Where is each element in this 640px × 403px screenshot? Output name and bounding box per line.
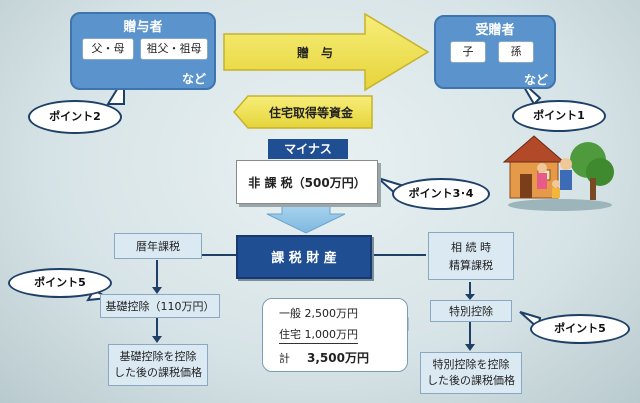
point-5-right-bubble: ポイント5	[530, 314, 630, 344]
non-taxable-box: 非 課 税（500万円）	[236, 160, 378, 204]
donor-item-parents: 父・母	[82, 38, 134, 60]
recipient-title: 受贈者	[475, 23, 515, 38]
basic-deduction-box: 基礎控除（110万円）	[100, 294, 220, 318]
donor-title: 贈与者	[123, 20, 163, 35]
recipient-item-grandchild: 孫	[498, 41, 534, 63]
point-5-left-bubble: ポイント5	[8, 268, 112, 298]
special-deduction-box: 特別控除	[430, 300, 512, 322]
recipient-box: 受贈者 子 孫 など	[434, 15, 556, 89]
point-3-4-bubble: ポイント3･4	[392, 178, 490, 210]
breakdown-bubble: 一般 2,500万円 住宅 1,000万円 計 3,500万円	[262, 298, 408, 372]
donor-box: 贈与者 父・母 祖父・祖母 など	[70, 12, 216, 90]
gift-arrow-label: 贈 与	[296, 46, 333, 60]
special-result-box: 特別控除を控除 した後の課税価格	[420, 352, 522, 394]
basic-result-box: 基礎控除を控除 した後の課税価格	[108, 344, 208, 386]
point-2-bubble: ポイント2	[28, 100, 122, 134]
gift-arrow-shape	[223, 12, 430, 92]
recipient-item-child: 子	[450, 41, 486, 63]
housing-fund-shape	[233, 95, 373, 129]
breakdown-general: 一般 2,500万円	[279, 307, 358, 320]
recipient-suffix: など	[523, 73, 548, 87]
down-arrow-shape	[266, 204, 346, 234]
breakdown-total-label: 計	[279, 352, 290, 365]
point-1-bubble: ポイント1	[512, 100, 606, 132]
annual-taxation-box: 暦年課税	[114, 233, 202, 259]
minus-label: マイナス	[268, 139, 348, 159]
family-house-illustration	[502, 135, 614, 211]
breakdown-housing: 住宅 1,000万円	[279, 326, 358, 344]
settlement-taxation-box: 相 続 時 精算課税	[428, 232, 514, 280]
connector-left	[199, 244, 236, 256]
taxable-property-box: 課 税 財 産	[236, 235, 372, 279]
donor-item-grandparents: 祖父・祖母	[140, 38, 208, 60]
breakdown-total-value: 3,500万円	[307, 351, 369, 365]
housing-fund-label: 住宅取得等資金	[268, 106, 353, 120]
donor-suffix: など	[181, 72, 206, 86]
